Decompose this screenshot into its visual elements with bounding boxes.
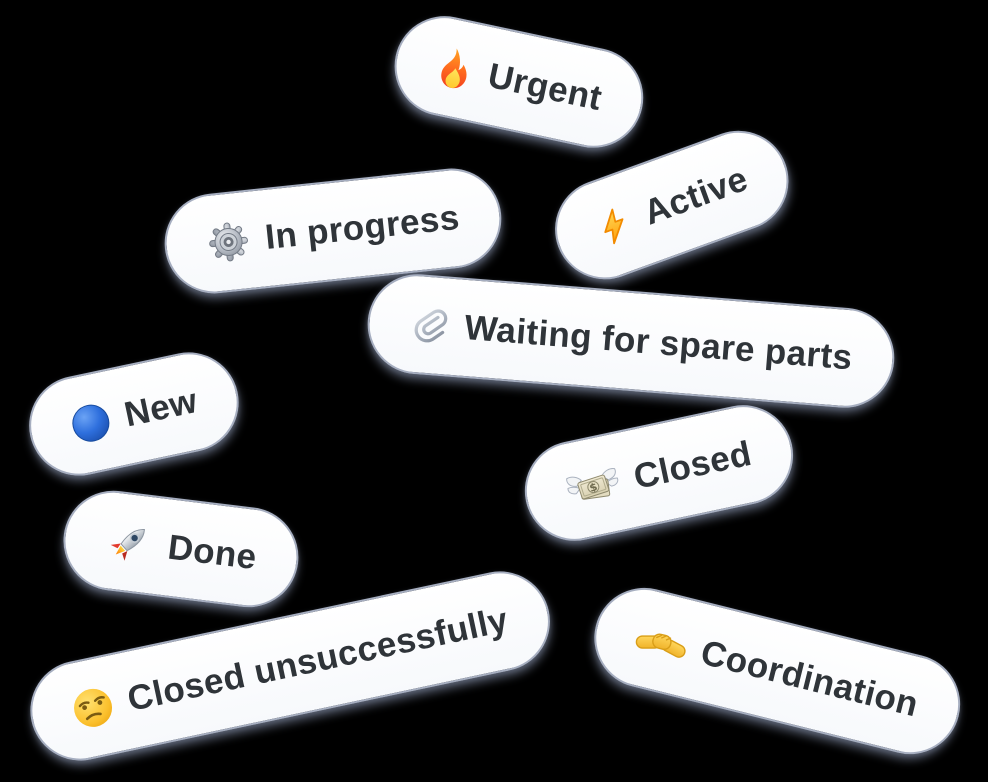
- blue-circle-icon: [67, 399, 114, 446]
- badge-waiting-for-spare-parts: Waiting for spare parts: [363, 270, 899, 412]
- badge-closed-unsuccessfully: Closed unsuccessfully: [21, 562, 559, 770]
- badge-label: Closed: [630, 433, 755, 497]
- badge-closed: $ Closed: [515, 395, 803, 551]
- svg-text:$: $: [588, 480, 599, 495]
- badge-label: Active: [638, 159, 753, 233]
- gear-icon: [204, 218, 252, 266]
- fire-icon: [432, 44, 478, 93]
- badge-label: Coordination: [696, 632, 923, 725]
- badge-label: Urgent: [484, 55, 606, 119]
- handshake-icon: [632, 618, 692, 667]
- badge-label: Done: [165, 527, 259, 578]
- money-with-wings-icon: $: [563, 464, 623, 510]
- high-voltage-icon: [591, 201, 639, 251]
- unamused-face-icon: [68, 683, 118, 733]
- badge-done: Done: [57, 484, 305, 614]
- badge-new: New: [19, 343, 249, 485]
- badge-active: Active: [540, 116, 804, 294]
- badge-label: New: [120, 381, 201, 435]
- rocket-icon: [103, 518, 156, 568]
- badge-urgent: Urgent: [385, 6, 653, 158]
- badge-label: In progress: [263, 197, 462, 258]
- badge-label: Closed unsuccessfully: [124, 600, 512, 719]
- badge-coordination: Coordination: [583, 577, 971, 765]
- badge-label: Waiting for spare parts: [462, 307, 854, 378]
- paperclip-icon: [408, 303, 451, 348]
- badge-in-progress: In progress: [159, 163, 507, 299]
